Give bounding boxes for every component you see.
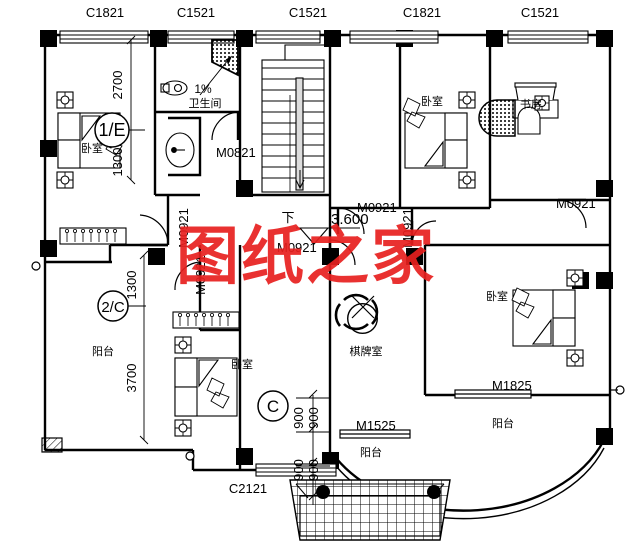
room-label: 阳台 [92,344,114,358]
study-furniture [478,82,559,137]
window-label: C1821 [86,5,124,20]
door-label: M0821 [216,145,256,160]
elevation-label: 3.600 [331,211,369,228]
door-label: M0921 [400,208,415,248]
dimension-label: 2700 [110,71,125,100]
staircase [261,44,325,193]
room-label: 卧室 [486,289,508,303]
door-label: M0921 [357,200,397,215]
hatched-wall-corner [41,437,63,453]
room-label: 卫生间 [189,96,222,110]
room-label: 阳台 [492,416,514,430]
room-label-layer: 卧室 卫生间 1% 卧室 书房 卧室 卧室 棋牌室 阳台 阳台 阳台 [81,82,542,459]
door-label: M0921 [556,196,596,211]
grid-marker-label: 2/C [101,299,125,316]
grid-bubbles [94,112,289,422]
dimension-label: 900 [306,459,321,481]
bed-southwest [172,311,240,437]
game-table [334,293,379,334]
dimension-lines [110,35,360,505]
door-swing-layer [139,111,587,291]
room-label: 卧室 [421,94,443,108]
marker-label-layer: 1/E 2/C C 3.600 下 [98,120,368,416]
room-label: 卧室 [231,357,253,371]
room-label: 棋牌室 [350,344,383,358]
window-label: C2121 [229,481,267,496]
door-label: M0921 [277,240,317,255]
wardrobe-hall [59,227,127,245]
door-label: M0921 [176,208,191,248]
grid-marker-label: 1/E [98,120,125,140]
dimension-label-layer: 2700 1300 1300 3700 900 900 900 900 [110,71,321,481]
bed-north [402,91,476,189]
axis-nodes [31,261,625,461]
door-label: M0921 [193,255,208,295]
dimension-label: 3700 [124,364,139,393]
terrace-steps [289,479,451,541]
bed-southeast [511,269,584,367]
room-label: 书房 [520,98,542,111]
window-label: C1521 [289,5,327,20]
room-label: 阳台 [360,445,382,459]
dimension-label: 900 [291,407,306,429]
grid-marker-label: C [267,397,279,416]
bathroom-fixtures [160,39,239,168]
dimension-label: 900 [306,407,321,429]
window-label-layer: C1821 C1521 C1521 C1821 C1521 C2121 [86,5,559,496]
window-label: C1521 [521,5,559,20]
room-label: 1% [194,82,212,96]
column-layer [40,30,613,469]
balcony-door-openings [339,389,532,439]
door-label-layer: M0821 M0921 M0921 M0921 M0921 M0921 M092… [176,145,596,433]
dimension-label: 1300 [124,271,139,300]
stair-direction-label: 下 [281,211,294,226]
dimension-label: 900 [291,459,306,481]
room-label: 卧室 [81,141,103,155]
door-label: M1525 [356,418,396,433]
window-label: C1821 [403,5,441,20]
window-label: C1521 [177,5,215,20]
dimension-label: 1300 [110,148,125,177]
door-label: M1825 [492,378,532,393]
